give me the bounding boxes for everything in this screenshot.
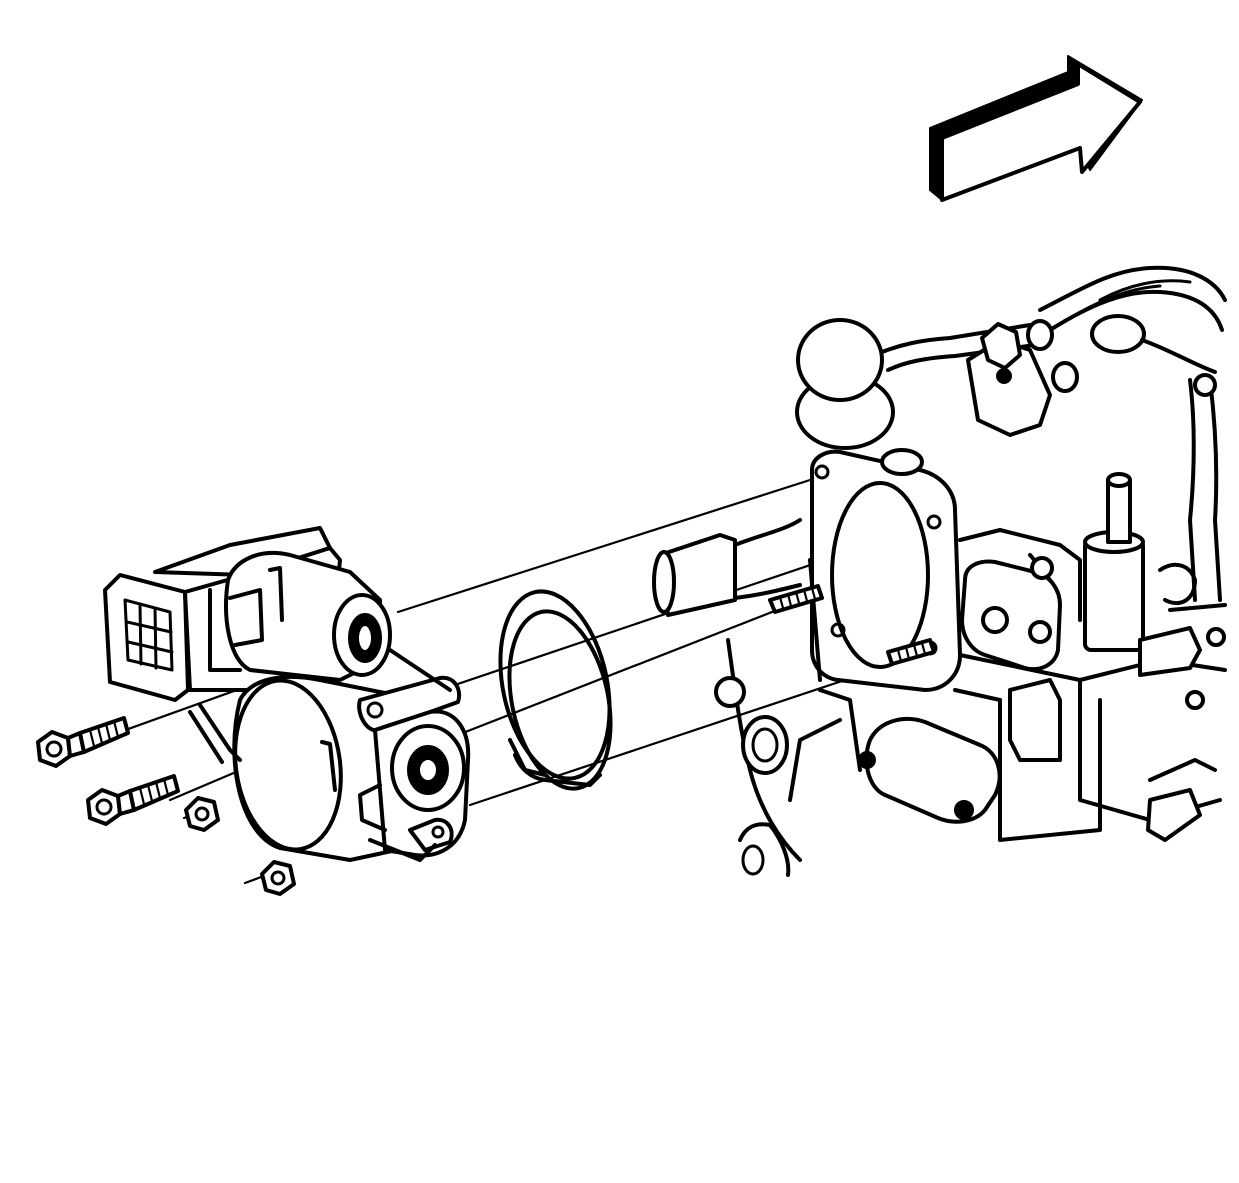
throttle-body-bolt xyxy=(86,774,180,826)
direction-arrow xyxy=(929,55,1143,202)
electrical-connector xyxy=(103,573,190,702)
mounting-flange xyxy=(810,448,962,692)
throttle-body-gasket xyxy=(498,589,613,791)
throttle-body-bolt xyxy=(36,716,130,768)
intake-manifold xyxy=(652,265,1227,877)
throttle-body-stud xyxy=(886,638,936,666)
throttle-body xyxy=(103,526,471,862)
throttle-body-nut xyxy=(260,860,296,896)
throttle-body-stud xyxy=(768,584,824,614)
throttle-body-nut xyxy=(184,796,220,832)
